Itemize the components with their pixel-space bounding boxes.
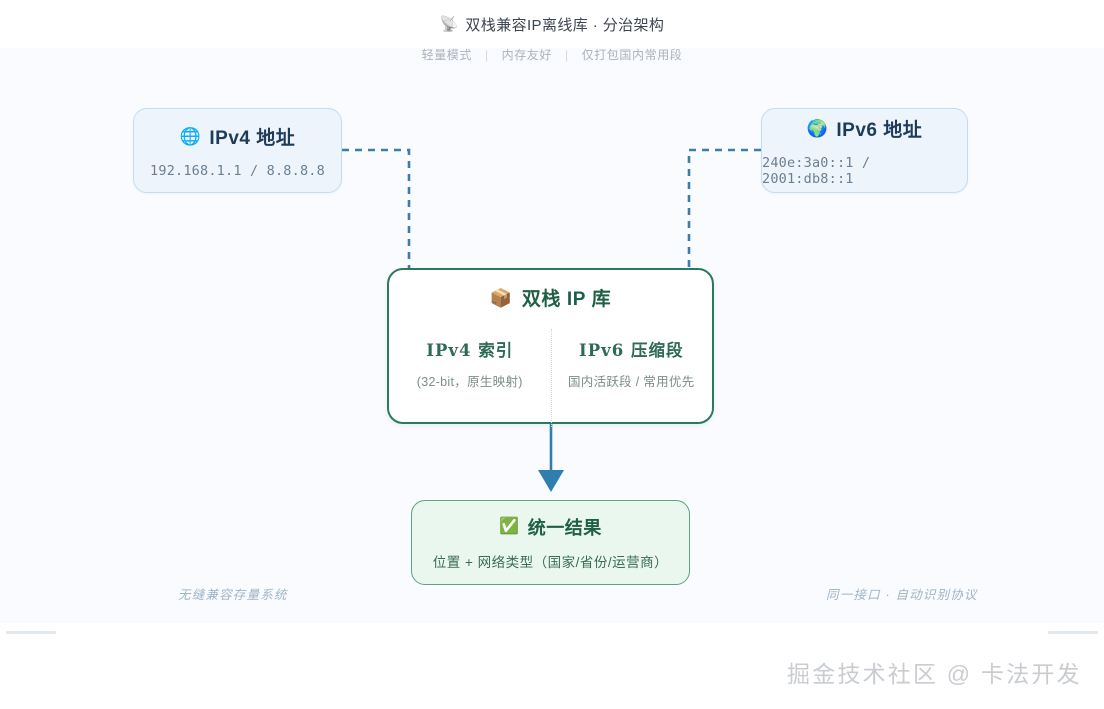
library-columns: IPv4 索引 (32-bit，原生映射) IPv6 压缩段 国内活跃段 / 常… [389,329,713,427]
node-result-title-text: 统一结果 [527,518,602,538]
footer-rule-right [1048,631,1098,634]
node-ipv4-title-text: IPv4 地址 [209,127,296,149]
footer-tag-separator-1: | [564,48,569,62]
globe-with-meridians-icon: 🌐 [179,126,202,146]
footer-tag-list: 轻量模式 | 内存友好 | 仅打包国内常用段 [0,46,1104,63]
node-ipv6-title: 🌍 IPv6 地址 [807,115,923,142]
library-column-ipv6-title: IPv6 压缩段 [579,341,684,360]
node-ipv6-sample: 240e:3a0::1 / 2001:db8::1 [762,154,871,187]
node-dual-stack-library[interactable]: 📦 双栈 IP 库 IPv4 索引 (32-bit，原生映射) IPv6 压缩段… [387,268,714,427]
footer-tag-1: 内存友好 [501,48,552,62]
satellite-antenna-icon: 📡 [439,15,459,33]
node-library-title-text: 双栈 IP 库 [521,289,612,310]
node-ipv4[interactable]: 🌐 IPv4 地址 192.168.1.1 / 8.8.8.8 [133,108,342,193]
footer-rule-left [6,631,56,634]
caption-right: 同一接口 · 自动识别协议 [826,588,978,602]
check-mark-button-icon: ✅ [499,518,520,535]
footer-tag-0: 轻量模式 [421,48,472,62]
library-column-ipv4: IPv4 索引 (32-bit，原生映射) [389,337,551,390]
library-column-ipv6-sub: 国内活跃段 / 常用优先 [567,375,695,389]
node-ipv4-sample: 192.168.1.1 / 8.8.8.8 [150,162,325,179]
page-header: 📡 双栈兼容IP离线库 · 分治架构 [0,0,1104,48]
node-ipv4-title: 🌐 IPv4 地址 [180,123,296,150]
watermark: 掘金技术社区 @ 卡法开发 [787,661,1082,687]
footer-tag-separator-0: | [484,48,489,62]
page-header-inner: 📡 双栈兼容IP离线库 · 分治架构 [440,14,665,35]
page-footer [0,623,1104,709]
library-column-divider [550,329,552,427]
page-title: 双栈兼容IP离线库 · 分治架构 [465,16,665,34]
node-unified-result[interactable]: ✅ 统一结果 位置 + 网络类型（国家/省份/运营商） [411,500,690,585]
node-library-title: 📦 双栈 IP 库 [389,284,712,311]
library-column-ipv4-sub: (32-bit，原生映射) [416,375,523,389]
node-ipv6[interactable]: 🌍 IPv6 地址 240e:3a0::1 / 2001:db8::1 [761,108,968,193]
node-ipv6-title-text: IPv6 地址 [836,119,923,141]
footer-tag-2: 仅打包国内常用段 [581,48,683,62]
library-column-ipv6: IPv6 压缩段 国内活跃段 / 常用优先 [551,337,713,390]
package-box-icon: 📦 [489,287,513,308]
library-column-ipv4-title: IPv4 索引 [426,341,514,360]
earth-globe-icon: 🌍 [806,118,829,138]
node-result-title: ✅ 统一结果 [499,514,601,540]
node-result-subtitle: 位置 + 网络类型（国家/省份/运营商） [432,555,669,570]
caption-left: 无缝兼容存量系统 [178,588,288,602]
